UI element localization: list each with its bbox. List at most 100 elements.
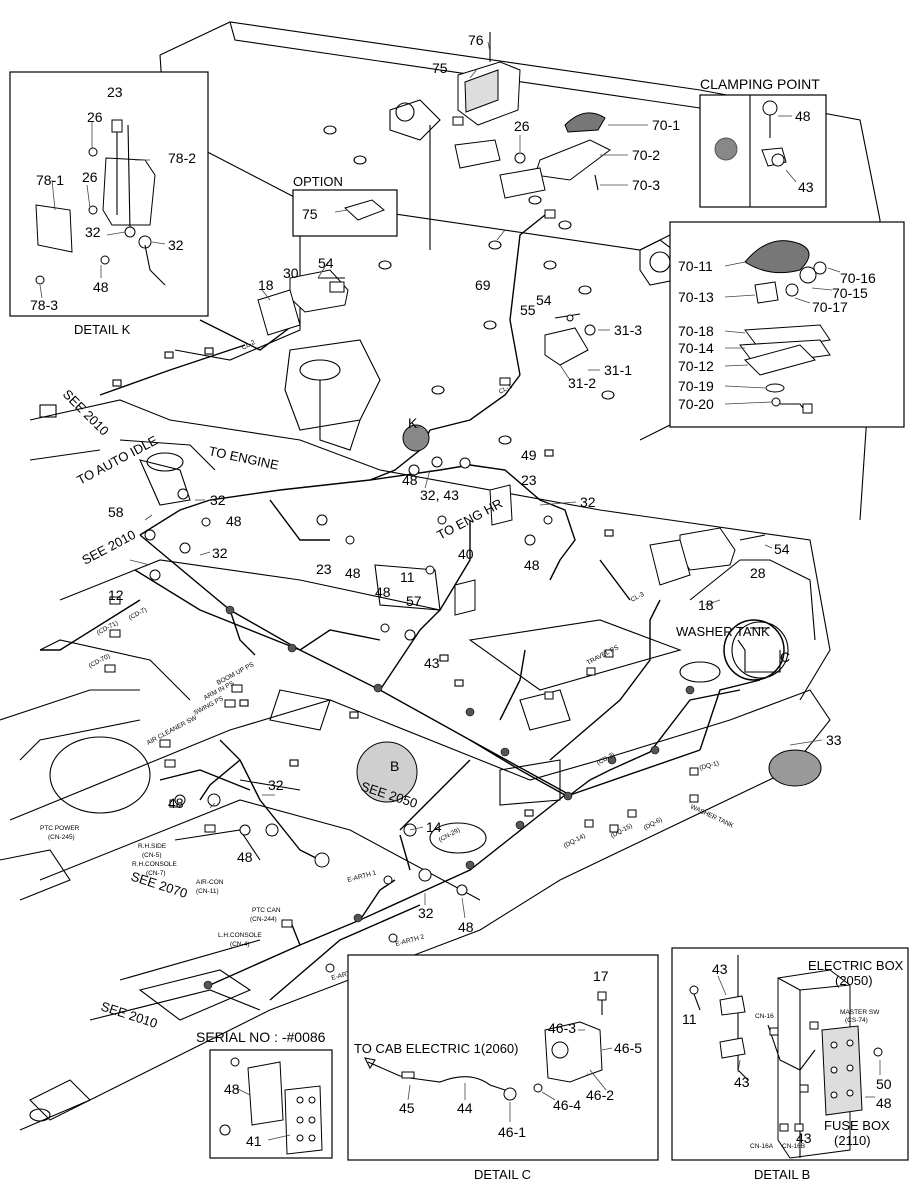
- detail-70-13: 70-13: [678, 289, 714, 305]
- small-squares: [39, 347, 614, 817]
- callout-31-2: 31-2: [568, 375, 596, 391]
- callout-55: 55: [520, 302, 536, 318]
- callout-11: 11: [400, 569, 415, 585]
- detail-b-48: 48: [876, 1095, 892, 1111]
- detail-70-17: 70-17: [812, 299, 848, 315]
- cd-3-label: (CD-3): [596, 751, 617, 766]
- boom-ps-label: BOOM UP PS: [216, 661, 256, 687]
- callout-31-3: 31-3: [614, 322, 642, 338]
- detail-b-43b: 43: [734, 1074, 750, 1090]
- detail-k-26a: 26: [87, 109, 103, 125]
- detail-c-17: 17: [593, 968, 609, 984]
- detail-k-32a: 32: [85, 224, 101, 240]
- callout-54c: 54: [774, 541, 790, 557]
- callout-48c: 48: [345, 565, 361, 581]
- clamping-point-title: CLAMPING POINT: [700, 76, 820, 92]
- detail-k-78-2: 78-2: [168, 150, 196, 166]
- callout-32b: 32: [580, 494, 596, 510]
- callout-32d: 32: [212, 545, 228, 561]
- cn-16-label: CN-16: [755, 1013, 774, 1020]
- cn-16a-label: CN-16A: [750, 1143, 774, 1150]
- rh-console-label: R.H.CONSOLE: [132, 861, 177, 868]
- air-con-label: AIR-CON: [196, 879, 224, 886]
- serial-48: 48: [224, 1081, 240, 1097]
- fuse-box-label: FUSE BOX: [824, 1118, 890, 1133]
- dq-6-label: (DQ-6): [643, 816, 664, 832]
- detail-c-46-4: 46-4: [553, 1097, 581, 1113]
- ptc-can-cn: (CN-244): [250, 916, 277, 923]
- clamping-43: 43: [798, 179, 814, 195]
- callout-28: 28: [750, 565, 766, 581]
- parts: [144, 32, 766, 896]
- cn-16b-label: CN-16B: [782, 1143, 805, 1150]
- detail-70-18: 70-18: [678, 323, 714, 339]
- dq-14-label: (DQ-14): [563, 833, 587, 850]
- callout-32c: 32: [210, 492, 226, 508]
- callout-30: 30: [283, 265, 299, 281]
- detail-c-46-3: 46-3: [548, 1020, 576, 1036]
- earth-1-label: E-ARTH 1: [347, 869, 378, 883]
- callout-48b: 48: [226, 513, 242, 529]
- callout-18b: 18: [698, 597, 714, 613]
- item-33-mesh: [768, 749, 822, 787]
- callout-31-1: 31-1: [604, 362, 632, 378]
- air-con-cn: (CN-11): [196, 888, 219, 895]
- callout-B: B: [390, 758, 399, 774]
- option-label: OPTION: [293, 174, 343, 189]
- callout-32f: 32: [418, 905, 434, 921]
- callout-K: K: [408, 415, 418, 431]
- callout-18: 18: [258, 277, 274, 293]
- master-sw-label: MASTER SW: [840, 1009, 880, 1016]
- callout-48: 48: [402, 472, 418, 488]
- detail-b-43c: 43: [796, 1130, 812, 1146]
- detail-b-panel: 43 11 43 43 50 48 ELECTRIC BOX (2050) MA…: [671, 947, 909, 1182]
- detail-k-32b: 32: [168, 237, 184, 253]
- detail-k-caption: DETAIL K: [74, 322, 131, 337]
- electric-box-label: ELECTRIC BOX: [808, 958, 904, 973]
- main-callouts: 76 75 26 70-1 70-2 70-3 OPTION 75 54 30 …: [108, 32, 842, 935]
- rh-side-label: R.H.SIDE: [138, 843, 167, 850]
- ptc-can-label: PTC CAN: [252, 907, 281, 914]
- callout-23c: 23: [316, 561, 332, 577]
- callout-70-3: 70-3: [632, 177, 660, 193]
- option-box: [292, 189, 398, 237]
- serial-no-title: SERIAL NO : -#0086: [196, 1029, 326, 1045]
- cd-7-label: (CD-7): [128, 606, 149, 621]
- callout-54: 54: [318, 255, 334, 271]
- travel-ps-label: TRAVEL PS: [586, 644, 621, 667]
- detail-70-11: 70-11: [678, 258, 713, 274]
- callout-32-43: 32, 43: [420, 487, 459, 503]
- callout-75: 75: [432, 60, 448, 76]
- washer-tank-label: WASHER TANK: [676, 624, 770, 639]
- detail-c-caption: DETAIL C: [474, 1167, 531, 1182]
- detail-k-78-1: 78-1: [36, 172, 64, 188]
- callout-48d: 48: [524, 557, 540, 573]
- see-2010-label-b: SEE 2010: [79, 527, 138, 568]
- detail-b-50: 50: [876, 1076, 892, 1092]
- air-cleaner-sw-label: AIR CLEANER SW: [146, 714, 199, 747]
- callout-33: 33: [826, 732, 842, 748]
- detail-70-20: 70-20: [678, 396, 714, 412]
- detail-k-23: 23: [107, 84, 123, 100]
- master-sw-cn: (CS-74): [845, 1017, 868, 1024]
- detail-b-caption: DETAIL B: [754, 1167, 810, 1182]
- frame-holes: [323, 125, 615, 445]
- detail-k-78-3: 78-3: [30, 297, 58, 313]
- cl-3-label: CL-3: [630, 591, 646, 604]
- callout-70-2: 70-2: [632, 147, 660, 163]
- callout-23: 23: [521, 472, 537, 488]
- ptc-power-label: PTC POWER: [40, 825, 80, 832]
- callout-48h: 48: [458, 919, 474, 935]
- serial-41: 41: [246, 1133, 262, 1149]
- rh-side-cn: (CN-5): [142, 852, 162, 859]
- detail-c-46-2: 46-2: [586, 1087, 614, 1103]
- detail-c-44: 44: [457, 1100, 473, 1116]
- callout-76: 76: [468, 32, 484, 48]
- detail-70-15: 70-15: [832, 285, 868, 301]
- clamping-48: 48: [795, 108, 811, 124]
- see-2010-label-c: SEE 2010: [99, 999, 159, 1031]
- callout-14: 14: [426, 819, 442, 835]
- detail-c-marker: [723, 619, 785, 681]
- detail-k-panel: 23 26 78-2 26 78-1 32 32 48 78-3 DETAIL …: [9, 71, 209, 337]
